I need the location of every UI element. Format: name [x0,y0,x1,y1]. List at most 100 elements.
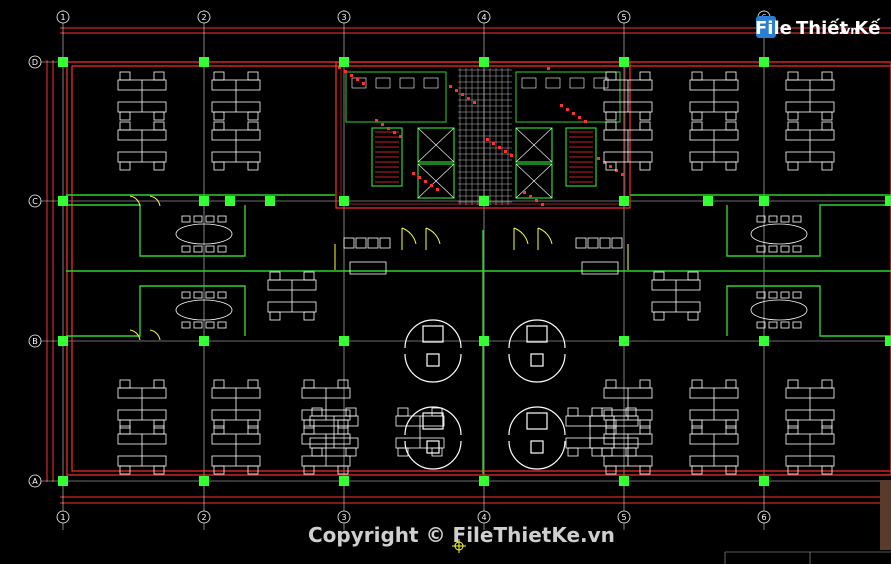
column [199,196,209,206]
chair-icon [205,321,215,329]
chair-icon [821,71,833,81]
grid-bubble-row [28,55,42,69]
toilet-fixture [521,77,537,89]
chair-icon [639,465,651,475]
grid-bubble-column [477,10,491,24]
column [199,336,209,346]
column [58,336,68,346]
sofa-seat [343,237,355,249]
column [58,476,68,486]
core-tag [418,176,421,179]
chair-icon [639,419,651,429]
conference-table [750,223,808,245]
chair-icon [780,321,790,329]
chair-icon [345,447,357,457]
sofa-seat [599,237,611,249]
chair-icon [756,215,766,223]
toilet-fixture [423,77,439,89]
chair-icon [337,379,349,389]
core-tag [609,165,612,168]
chair-icon [213,419,225,429]
chair-icon [821,111,833,121]
column [619,336,629,346]
column [703,196,713,206]
chair-icon [213,379,225,389]
chair-icon [625,447,637,457]
round-desk-console [526,412,548,430]
chair-icon [780,245,790,253]
chair-icon [181,245,191,253]
chair-icon [119,161,131,171]
chair-icon [119,71,131,81]
chair-icon [787,419,799,429]
chair-icon [247,465,259,475]
chair-icon [153,161,165,171]
core-tag [338,66,341,69]
grid-label-row: B [32,337,38,346]
chair-icon [153,425,165,435]
sofa-seat [575,237,587,249]
column [339,336,349,346]
sofa-seat [379,237,391,249]
grid-bubble-column [617,10,631,24]
grid-bubble-column [56,510,70,524]
chair-icon [303,465,315,475]
door-swing [425,227,441,245]
door-swing [513,227,529,245]
toilet-fixture [545,77,561,89]
chair-icon [792,291,802,299]
column [759,476,769,486]
column [759,196,769,206]
chair-icon [591,407,603,417]
chair-icon [605,465,617,475]
chair-icon [303,271,315,281]
column [339,476,349,486]
conference-table [750,299,808,321]
chair-icon [591,447,603,457]
door-swing [537,227,553,245]
core-tag [455,89,458,92]
chair-icon [691,465,703,475]
door-swing [129,195,141,207]
chair-icon [605,379,617,389]
chair-icon [691,71,703,81]
chair-icon [193,215,203,223]
chair-icon [181,321,191,329]
doors-layer [129,195,629,341]
grid-bubble-column [56,10,70,24]
grid-label-column: 3 [341,513,346,522]
column [759,57,769,67]
round-desk-arc [508,353,566,383]
core-tag [412,172,415,175]
logo-suffix: .vn [839,24,858,37]
chair-icon [311,447,323,457]
chair-icon [303,379,315,389]
chair-icon [787,465,799,475]
chair-icon [205,215,215,223]
core-tag [436,188,439,191]
grid-label-row: D [32,58,38,67]
sofa-seat [611,237,623,249]
chair-icon [213,161,225,171]
chair-icon [725,111,737,121]
chair-icon [639,111,651,121]
round-desk-chair [530,440,544,454]
chair-icon [303,311,315,321]
core-tag [393,131,396,134]
chair-icon [653,311,665,321]
round-desk-arc [508,319,566,349]
core-tag [375,119,378,122]
lobby-round-desks [404,319,566,470]
core-tag [430,184,433,187]
chair-icon [768,321,778,329]
chair-icon [337,419,349,429]
chair-icon [217,291,227,299]
chair-icon [213,71,225,81]
coffee-table [581,261,619,275]
chair-icon [431,447,443,457]
round-desk-console [422,325,444,343]
lift-cross [417,163,455,199]
chair-icon [119,465,131,475]
chair-icon [213,465,225,475]
